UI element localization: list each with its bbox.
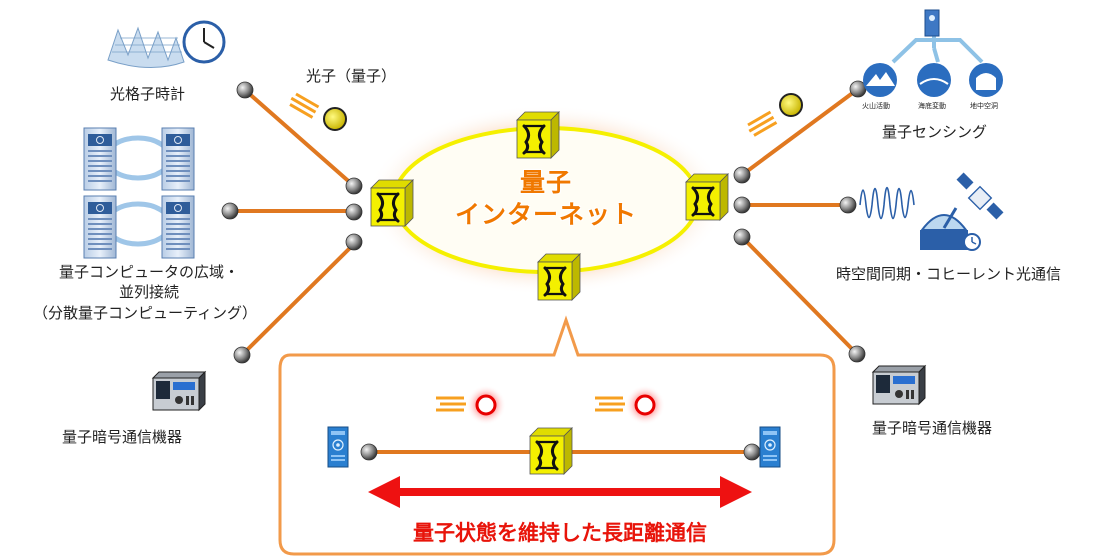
optical-clock-label: 光格子時計 — [110, 85, 186, 103]
right-links — [740, 87, 860, 356]
qkd-device-icon — [872, 365, 926, 405]
qc-wide-label: 量子コンピュータの広域・ — [58, 263, 239, 281]
left-links — [228, 88, 358, 357]
photon-icon — [289, 92, 320, 119]
center-title-line1: 量子 — [519, 168, 572, 197]
quantum-switch-icon — [684, 172, 730, 222]
red-photon — [634, 394, 656, 416]
quantum-computer-server-icon — [83, 127, 195, 259]
sensing-label: 量子センシング — [882, 123, 988, 141]
photon-ball — [323, 107, 347, 131]
sense-seafloor-label: 海底変動 — [918, 102, 946, 110]
quantum-switch-icon — [528, 426, 574, 476]
photon-ball — [779, 93, 803, 117]
photon-icon — [747, 110, 778, 137]
qkd-device-icon — [152, 371, 206, 411]
red-photon — [475, 394, 497, 416]
sense-volcano-label: 火山活動 — [862, 102, 890, 110]
satellite-icon — [956, 172, 1004, 220]
observatory-icon — [920, 207, 981, 251]
quantum-switch-icon — [536, 252, 582, 302]
sense-underground-label: 地中空洞 — [970, 102, 998, 110]
waveform-icon — [859, 186, 915, 220]
long-distance-label: 量子状態を維持した長距離通信 — [413, 521, 707, 545]
sync-label: 時空間同期・コヒーレント光通信 — [836, 265, 1062, 283]
photon-label: 光子（量子） — [306, 67, 397, 85]
ring-fill — [394, 128, 698, 272]
sensor-network-icon — [863, 9, 1003, 97]
quantum-switch-icon — [369, 178, 415, 228]
optical-clock-icon — [107, 20, 226, 69]
long-distance-arrow — [368, 476, 752, 508]
qkd-left-label: 量子暗号通信機器 — [62, 428, 183, 446]
qc-distributed-label: （分散量子コンピューティング） — [32, 304, 258, 322]
end-node-device-icon — [327, 426, 349, 468]
qc-parallel-label: 並列接続 — [118, 283, 179, 301]
qkd-right-label: 量子暗号通信機器 — [872, 419, 993, 437]
quantum-switch-icon — [515, 110, 561, 160]
center-title-line2: インターネット — [454, 200, 637, 229]
end-node-device-icon — [759, 426, 781, 468]
